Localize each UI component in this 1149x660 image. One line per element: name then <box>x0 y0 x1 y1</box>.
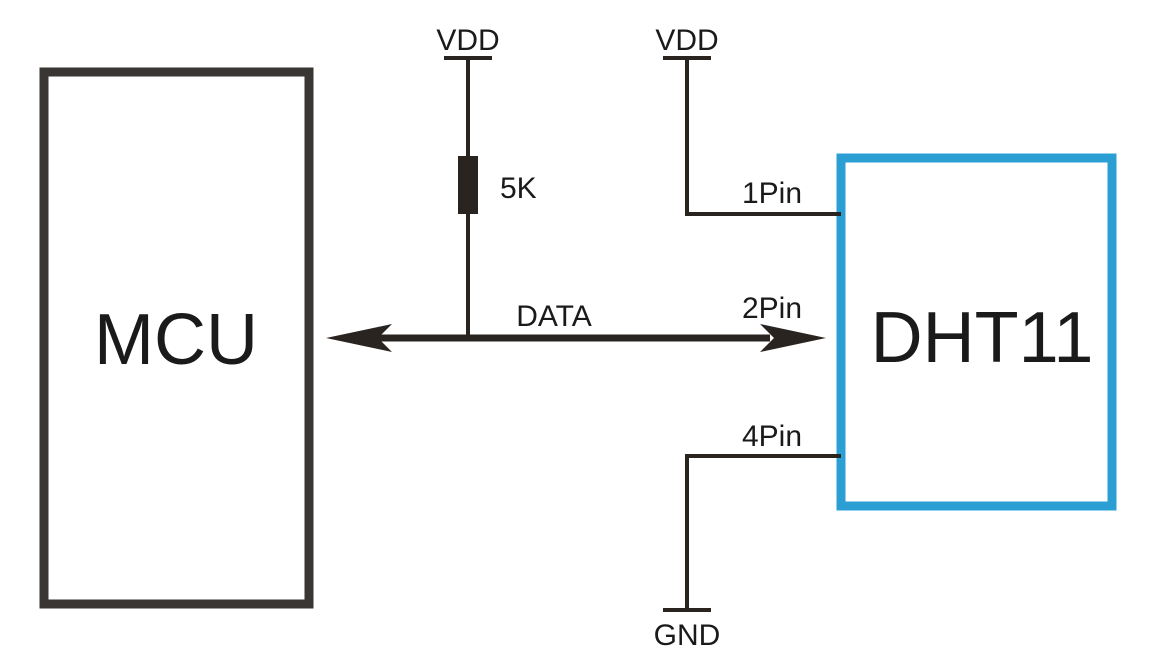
pullup-resistor <box>458 156 478 214</box>
data-arrow-left <box>326 324 392 352</box>
dht11-box <box>836 153 1117 511</box>
pin1-wire <box>685 58 841 216</box>
pullup-vdd-label: VDD <box>436 24 499 57</box>
pin4-label: 4Pin <box>742 420 802 453</box>
mcu-box <box>39 67 314 609</box>
pin1-label: 1Pin <box>742 177 802 210</box>
sensor-vdd-label: VDD <box>655 24 718 57</box>
pin4-wire <box>685 454 841 610</box>
pin2-label: 2Pin <box>742 292 802 325</box>
data-label: DATA <box>516 300 592 333</box>
mcu-label: MCU <box>94 300 258 380</box>
data-arrow-right <box>760 324 826 352</box>
dht11-label: DHT11 <box>871 298 1094 378</box>
gnd-label: GND <box>654 619 721 652</box>
resistor-label: 5K <box>500 172 537 205</box>
